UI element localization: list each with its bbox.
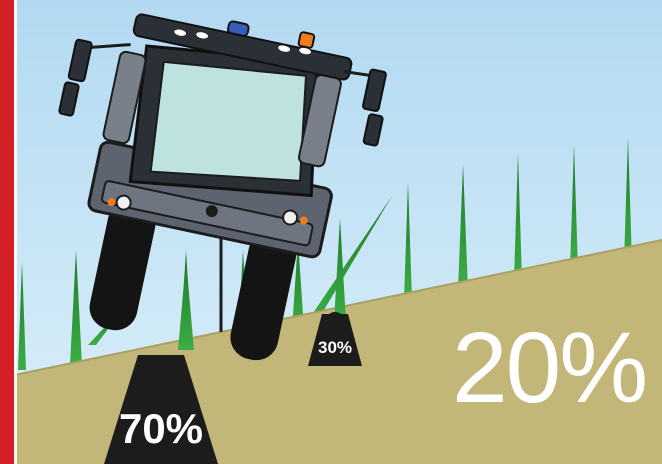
right-weight-icon: 30%: [308, 312, 362, 366]
slope-percentage: 20%: [452, 312, 648, 424]
left-weight-label: 70%: [119, 405, 203, 452]
hitch-point: [205, 205, 218, 218]
right-weight-label: 30%: [318, 338, 352, 357]
cab-glass: [149, 60, 308, 182]
beacon-orange: [297, 31, 316, 49]
slope-edge: [0, 239, 662, 379]
right-light: [282, 209, 299, 226]
left-light: [115, 194, 132, 211]
sprayer-tractor-icon: [58, 13, 387, 361]
accent-bar: [0, 0, 14, 464]
right-mirror-icon: [343, 68, 387, 147]
left-wheel: [89, 201, 156, 331]
right-wheel: [230, 231, 297, 361]
beacon-blue: [227, 20, 250, 37]
grass-front: [178, 218, 346, 350]
left-mirror-icon: [58, 38, 131, 117]
left-weight-icon: 70%: [104, 355, 218, 464]
